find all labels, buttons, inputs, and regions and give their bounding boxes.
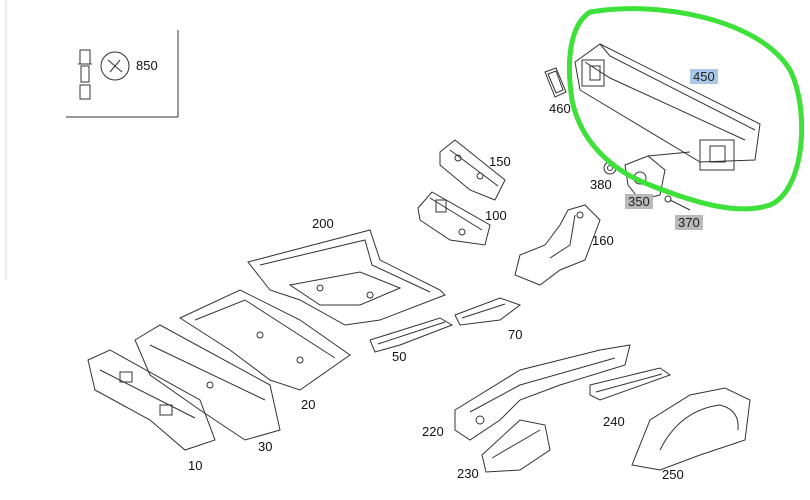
part-160 bbox=[514, 204, 601, 286]
part-850-inset bbox=[66, 30, 179, 118]
label-240: 240 bbox=[603, 414, 625, 429]
label-200: 200 bbox=[312, 216, 334, 231]
part-100 bbox=[417, 191, 491, 246]
label-370: 370 bbox=[675, 215, 703, 230]
part-10 bbox=[87, 349, 216, 451]
label-100: 100 bbox=[485, 208, 507, 223]
label-50: 50 bbox=[392, 349, 407, 364]
part-460 bbox=[544, 67, 567, 98]
label-30: 30 bbox=[258, 439, 273, 454]
label-10: 10 bbox=[188, 458, 203, 473]
part-250 bbox=[631, 387, 751, 471]
label-250: 250 bbox=[662, 467, 684, 482]
part-30 bbox=[134, 324, 281, 441]
label-850: 850 bbox=[136, 58, 158, 73]
part-220 bbox=[454, 344, 631, 441]
label-380: 380 bbox=[590, 177, 612, 192]
label-450: 450 bbox=[690, 69, 718, 84]
label-70: 70 bbox=[508, 327, 523, 342]
label-350: 350 bbox=[625, 194, 653, 209]
part-20 bbox=[178, 289, 351, 391]
part-350 bbox=[624, 151, 691, 201]
part-240 bbox=[589, 367, 672, 401]
highlight-circle bbox=[566, 6, 805, 212]
label-160: 160 bbox=[592, 233, 614, 248]
label-20: 20 bbox=[301, 397, 316, 412]
part-230 bbox=[481, 419, 551, 473]
label-150: 150 bbox=[489, 154, 511, 169]
part-200 bbox=[247, 229, 446, 326]
part-50 bbox=[369, 317, 454, 353]
part-150 bbox=[439, 139, 506, 201]
label-460: 460 bbox=[549, 101, 571, 116]
label-230: 230 bbox=[457, 466, 479, 481]
part-370 bbox=[664, 195, 691, 211]
part-70 bbox=[454, 297, 522, 326]
part-450 bbox=[574, 43, 761, 171]
label-220: 220 bbox=[422, 424, 444, 439]
